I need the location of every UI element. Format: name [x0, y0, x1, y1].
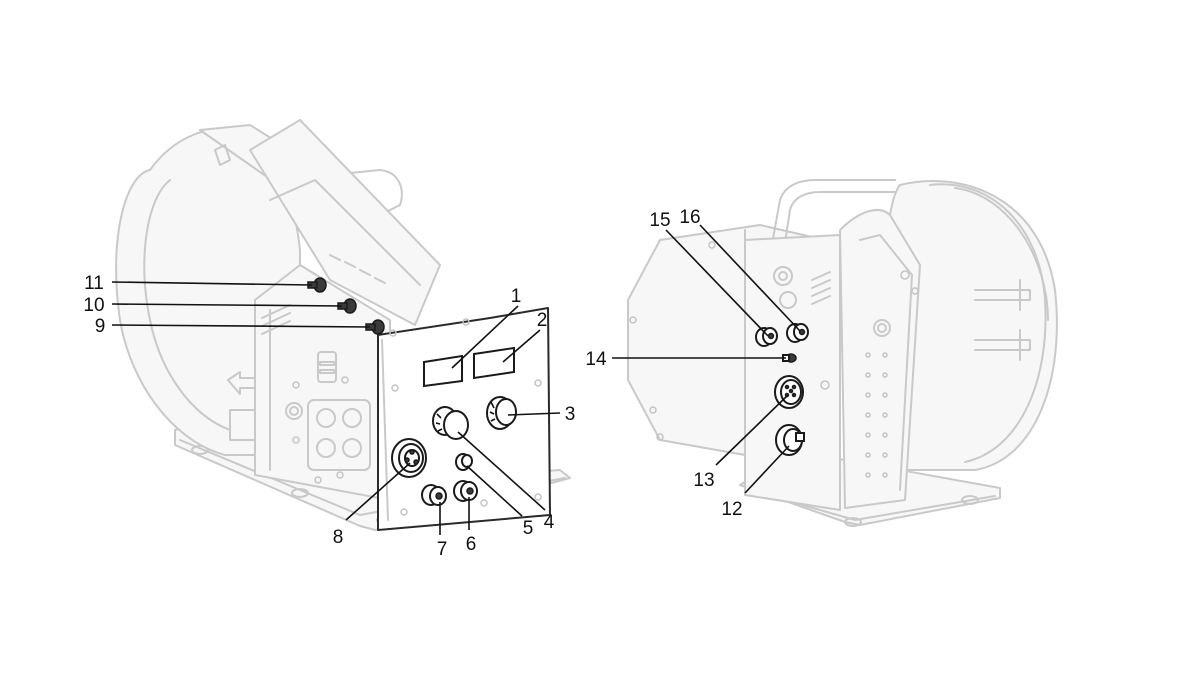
callout-6: 6 — [466, 534, 477, 555]
callout-12: 12 — [721, 499, 742, 520]
callout-8: 8 — [333, 527, 344, 548]
torch-connector — [391, 438, 427, 478]
callout-5: 5 — [523, 518, 534, 539]
plate-hole-grid — [865, 352, 888, 478]
callout-1: 1 — [511, 286, 522, 307]
callout-16: 16 — [679, 207, 700, 228]
gas-connector-16 — [786, 323, 809, 343]
callout-9: 9 — [95, 316, 106, 337]
callout-2: 2 — [537, 310, 548, 331]
power-cable-socket — [775, 424, 805, 456]
callout-11: 11 — [84, 273, 104, 294]
callout-labels: 1 2 3 4 5 6 7 8 9 10 11 12 13 14 15 16 — [83, 207, 742, 560]
callout-15: 15 — [649, 210, 670, 231]
leader-lines — [111, 224, 801, 535]
callout-7: 7 — [437, 539, 448, 560]
connector-right — [453, 480, 478, 502]
knob-right — [486, 396, 517, 430]
connector-left — [421, 484, 447, 506]
adjust-knob-9 — [365, 319, 385, 335]
gas-connector-15 — [755, 327, 778, 347]
callout-10: 10 — [83, 295, 104, 316]
callout-13: 13 — [693, 470, 714, 491]
callout-4: 4 — [544, 512, 555, 533]
callout-3: 3 — [565, 404, 576, 425]
display-right — [473, 346, 515, 380]
knob-left — [432, 406, 469, 440]
callout-14: 14 — [585, 349, 607, 370]
wire-feeder-rear-view — [627, 179, 1058, 527]
display-left — [423, 354, 463, 388]
